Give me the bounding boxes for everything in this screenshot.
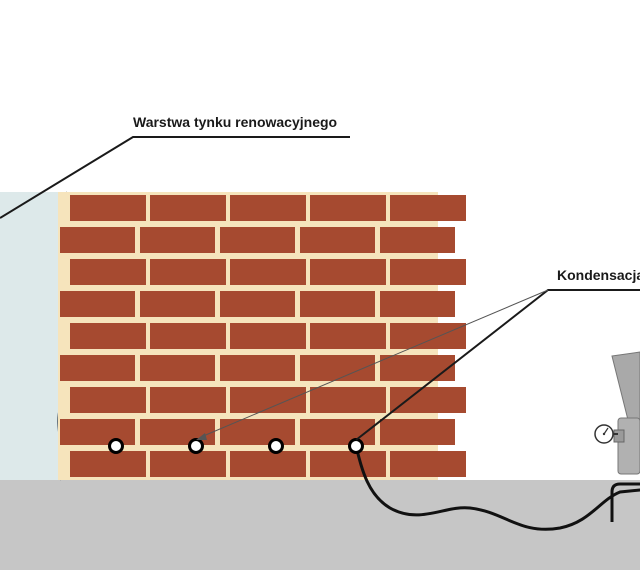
brick-wall xyxy=(58,192,466,480)
brick xyxy=(310,259,386,285)
brick xyxy=(390,387,466,413)
brick xyxy=(70,387,146,413)
brick xyxy=(310,195,386,221)
injection-point xyxy=(188,438,204,454)
brick xyxy=(310,323,386,349)
injection-points xyxy=(108,438,364,454)
injection-hose xyxy=(354,444,640,531)
brick xyxy=(60,355,135,381)
brick xyxy=(300,355,375,381)
brick xyxy=(380,419,455,445)
brick xyxy=(140,291,215,317)
plaster-layer-label: Warstwa tynku renowacyjnego xyxy=(133,114,337,130)
brick xyxy=(230,323,306,349)
brick xyxy=(220,419,295,445)
brick xyxy=(230,195,306,221)
machine-valve xyxy=(613,429,625,443)
brick xyxy=(390,451,466,477)
brick xyxy=(390,323,466,349)
brick xyxy=(380,291,455,317)
brick xyxy=(310,387,386,413)
brick xyxy=(60,291,135,317)
condensation-label: Kondensacja xyxy=(557,267,640,283)
ground xyxy=(0,480,640,570)
brick xyxy=(150,387,226,413)
brick xyxy=(300,419,375,445)
gauge-needle xyxy=(603,427,609,435)
machine-body xyxy=(617,417,640,475)
brick xyxy=(150,195,226,221)
condensation-callout: Kondensacja xyxy=(196,267,640,441)
brick xyxy=(220,227,295,253)
injection-point xyxy=(348,438,364,454)
brick xyxy=(220,291,295,317)
brick xyxy=(230,259,306,285)
injection-point xyxy=(108,438,124,454)
machine-hopper xyxy=(611,351,640,421)
brick xyxy=(140,227,215,253)
brick xyxy=(140,355,215,381)
plaster-leader-line xyxy=(0,136,350,219)
brick xyxy=(380,227,455,253)
brick xyxy=(390,259,466,285)
brick xyxy=(70,323,146,349)
plaster-fill xyxy=(0,192,69,480)
pressure-gauge-icon xyxy=(594,424,614,444)
brick xyxy=(220,355,295,381)
injection-machine xyxy=(594,351,640,522)
brick xyxy=(150,323,226,349)
plaster-layer-callout: Warstwa tynku renowacyjnego xyxy=(0,114,350,219)
brick xyxy=(230,451,306,477)
brick xyxy=(300,291,375,317)
brick xyxy=(60,227,135,253)
injection-point xyxy=(268,438,284,454)
brick xyxy=(310,451,386,477)
brick xyxy=(70,195,146,221)
brick xyxy=(60,419,135,445)
machine-stand xyxy=(610,482,640,522)
gauge-center xyxy=(602,432,606,436)
bricks xyxy=(60,195,466,477)
brick xyxy=(70,451,146,477)
brick xyxy=(300,227,375,253)
brick xyxy=(390,195,466,221)
brick xyxy=(380,355,455,381)
brick xyxy=(150,451,226,477)
brick xyxy=(70,259,146,285)
brick xyxy=(150,259,226,285)
condensation-arrow-line xyxy=(200,289,549,438)
brick xyxy=(140,419,215,445)
condensation-arrow-head xyxy=(196,433,207,440)
